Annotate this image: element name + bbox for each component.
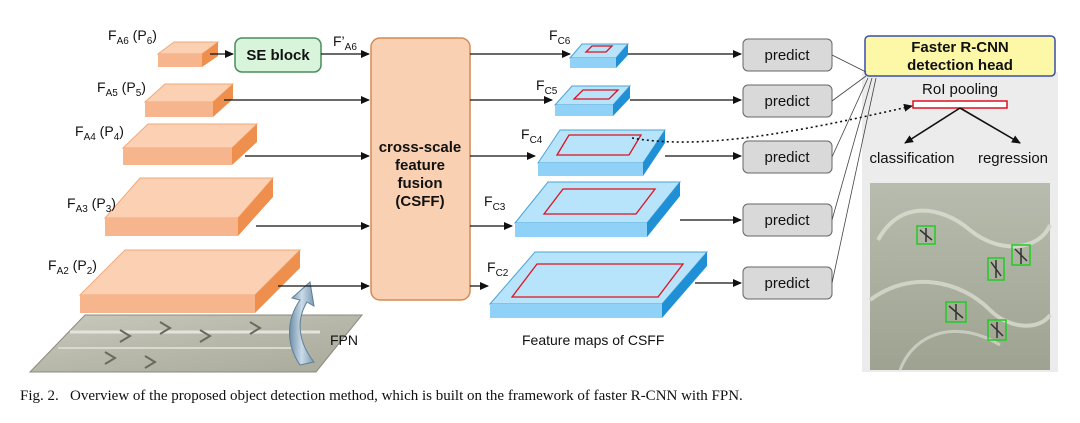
input-aerial-image	[28, 314, 364, 373]
label-fc3: FC3	[484, 193, 506, 213]
svg-text:predict: predict	[764, 212, 810, 229]
detection-head-title-1: Faster R-CNN	[911, 39, 1009, 56]
label-fc5: FC5	[536, 77, 558, 97]
csff-map-c6	[568, 43, 630, 68]
svg-text:predict: predict	[764, 149, 810, 166]
label-fc2: FC2	[487, 259, 509, 279]
csff-line-1: cross-scale	[379, 139, 462, 156]
head-branch-arrows	[904, 107, 1021, 144]
roi-dashed-arrow	[631, 103, 913, 143]
backbone-slab-a5	[143, 83, 235, 117]
se-block	[234, 37, 322, 73]
predict-to-head-lines	[831, 54, 877, 284]
label-fc4: FC4	[521, 126, 543, 146]
regression-label: regression	[978, 150, 1048, 167]
roi-pooling-label: RoI pooling	[922, 81, 998, 98]
roi-pooling-box	[912, 100, 1008, 109]
backbone-slab-a3	[103, 177, 275, 236]
svg-text:predict: predict	[764, 47, 810, 64]
label-fa6-prime: F’A6	[333, 33, 357, 53]
predict-box-c2: predict	[742, 266, 833, 300]
csff-map-c4	[537, 129, 666, 176]
se-block-label: SE block	[246, 47, 310, 64]
svg-text:predict: predict	[764, 275, 810, 292]
csff-line-3: fusion	[398, 175, 443, 192]
predict-box-c3: predict	[742, 203, 833, 237]
detection-head-title-2: detection head	[907, 57, 1013, 74]
detection-result-image	[868, 183, 1052, 371]
classification-label: classification	[869, 150, 954, 167]
arrows-backbone-to-csff	[210, 50, 370, 290]
csff-block	[370, 37, 471, 301]
csff-map-c2	[488, 251, 709, 318]
feature-maps-caption: Feature maps of CSFF	[522, 332, 664, 348]
figure-caption-text: Overview of the proposed object detectio…	[70, 388, 743, 404]
figure-caption-prefix: Fig. 2.	[20, 388, 59, 404]
fpn-curved-arrow	[289, 281, 315, 366]
predict-box-c4: predict	[742, 140, 833, 174]
label-fa6: FA6 (P6)	[108, 27, 157, 47]
label-fa3: FA3 (P3)	[67, 195, 116, 215]
label-fa5: FA5 (P5)	[97, 79, 146, 99]
csff-map-c5	[553, 85, 632, 116]
label-fa4: FA4 (P4)	[75, 123, 124, 143]
csff-map-c3	[513, 181, 682, 237]
predict-box-c5: predict	[742, 84, 833, 118]
predict-box-c6: predict	[742, 38, 833, 72]
csff-line-2: feature	[395, 157, 445, 174]
fpn-label: FPN	[330, 332, 358, 348]
backbone-slab-a2	[78, 249, 302, 313]
arrows-maps-to-predict	[628, 50, 742, 287]
label-fa2: FA2 (P2)	[48, 257, 97, 277]
figure-caption: Fig. 2. Overview of the proposed object …	[20, 388, 1070, 405]
label-fc6: FC6	[549, 27, 571, 47]
detection-head-title-box	[864, 35, 1056, 77]
backbone-slab-a6	[156, 41, 220, 67]
arrows-csff-to-maps	[470, 50, 571, 290]
backbone-slab-a4	[121, 123, 259, 165]
csff-line-4: (CSFF)	[395, 193, 444, 210]
svg-text:predict: predict	[764, 93, 810, 110]
